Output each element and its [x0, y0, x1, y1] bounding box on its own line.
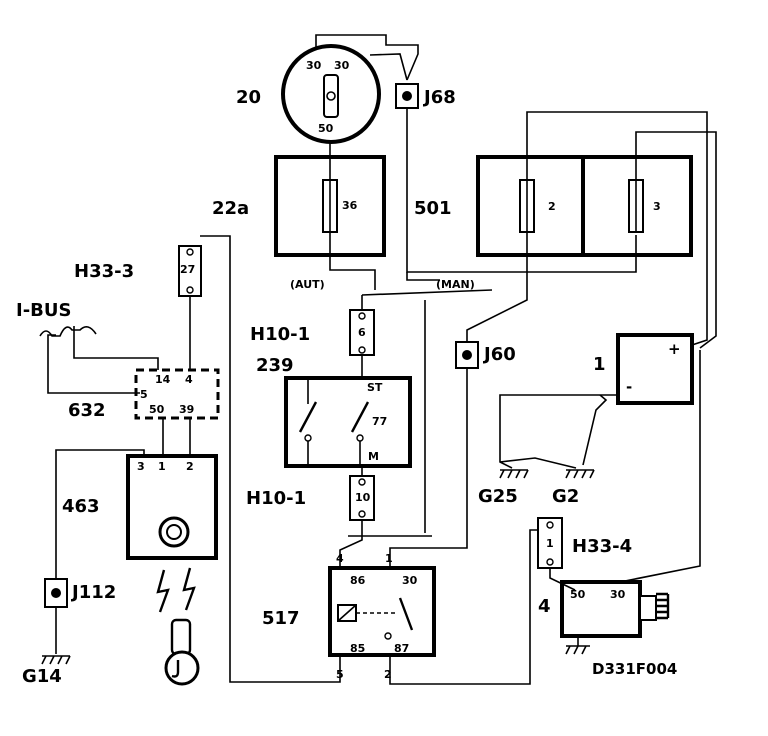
- battery-plus: +: [668, 340, 681, 358]
- j60-label: J60: [482, 344, 516, 365]
- g14-label: G14: [22, 666, 62, 687]
- ibus-label: I-BUS: [16, 300, 71, 321]
- starter-pin-50: 50: [570, 588, 586, 601]
- ignition-pin-b: 30: [334, 59, 350, 72]
- starter-id: 4: [538, 596, 551, 617]
- g25-label: G25: [478, 486, 518, 507]
- immobilizer-pin-1: 1: [158, 460, 166, 473]
- fuse-box-22a-id: 22a: [212, 198, 249, 219]
- h33-3-label: H33-3: [74, 261, 134, 282]
- relay-517: 4 1 86 30 85 87 5 2 517: [262, 552, 436, 681]
- relay-517-id: 517: [262, 608, 300, 629]
- ground-g2: G2: [552, 469, 595, 507]
- module-pin-4: 4: [185, 373, 193, 386]
- battery: + - 1: [593, 333, 694, 405]
- connector-h10-1-bottom: 10 H10-1: [246, 475, 375, 521]
- h33-4-pin: 1: [546, 537, 554, 550]
- relay-pin-87: 87: [394, 642, 409, 655]
- immobilizer-463: 3 1 2 463: [62, 454, 218, 560]
- switch-pin-77: 77: [372, 415, 387, 428]
- ignition-switch: 30 30 50 20: [236, 44, 381, 144]
- fuse-box-22a: 36 22a: [212, 155, 386, 257]
- fuse-box-501: 2 3 501: [414, 155, 693, 257]
- ibus: I-BUS: [16, 300, 97, 337]
- fuse-2-label: 2: [548, 200, 556, 213]
- immobilizer-pin-3: 3: [137, 460, 145, 473]
- ignition-switch-id: 20: [236, 87, 261, 108]
- fuse-3-label: 3: [653, 200, 661, 213]
- wires: [47, 34, 717, 685]
- battery-id: 1: [593, 354, 606, 375]
- module-pin-14: 14: [155, 373, 171, 386]
- module-pin-39: 39: [179, 403, 194, 416]
- control-module-632: 14 4 5 50 39 632: [68, 368, 220, 421]
- drawing-code: D331F004: [592, 660, 677, 678]
- man-label: (MAN): [436, 278, 475, 291]
- immobilizer-pin-2: 2: [186, 460, 194, 473]
- h10-1-bottom-label: H10-1: [246, 488, 306, 509]
- connector-h33-3: 27 H33-3: [74, 245, 202, 297]
- ground-g25: G25: [478, 469, 529, 507]
- relay-pin-4: 4: [336, 552, 344, 565]
- connector-j112: J112: [44, 578, 116, 608]
- h10-1-top-label: H10-1: [250, 324, 310, 345]
- aut-label: (AUT): [290, 278, 325, 291]
- connector-h33-4: 1 H33-4: [537, 517, 632, 569]
- relay-pin-2: 2: [384, 668, 392, 681]
- connector-h10-1-top: 6 H10-1: [250, 309, 375, 356]
- relay-pin-1: 1: [385, 552, 393, 565]
- connector-j68: J68: [395, 83, 456, 109]
- j112-label: J112: [70, 582, 116, 603]
- module-pin-5: 5: [140, 388, 148, 401]
- ground-g14: G14: [22, 655, 71, 687]
- relay-pin-86: 86: [350, 574, 366, 587]
- fuse-36-label: 36: [342, 199, 358, 212]
- immobilizer-id: 463: [62, 496, 100, 517]
- switch-239: ST 77 M 239: [256, 355, 412, 468]
- connector-j60: J60: [455, 341, 516, 369]
- battery-minus: -: [626, 378, 632, 396]
- module-632-id: 632: [68, 400, 106, 421]
- h10-1-top-pin: 6: [358, 326, 366, 339]
- starter-pin-30: 30: [610, 588, 626, 601]
- starter-motor: 50 30 4: [538, 580, 670, 655]
- ignition-pin-a: 30: [306, 59, 322, 72]
- signal-arrows-icon: [156, 567, 196, 613]
- module-pin-50: 50: [149, 403, 165, 416]
- relay-pin-5: 5: [336, 668, 344, 681]
- h33-3-pin: 27: [180, 263, 195, 276]
- switch-pin-st: ST: [367, 381, 383, 394]
- relay-pin-30: 30: [402, 574, 418, 587]
- relay-pin-85: 85: [350, 642, 365, 655]
- h10-1-bottom-pin: 10: [355, 491, 371, 504]
- switch-239-id: 239: [256, 355, 294, 376]
- j68-label: J68: [422, 87, 456, 108]
- fuse-box-501-id: 501: [414, 198, 452, 219]
- ignition-pin-start: 50: [318, 122, 334, 135]
- h33-4-label: H33-4: [572, 536, 632, 557]
- switch-pin-m: M: [368, 450, 379, 463]
- key-fob-icon: [164, 618, 200, 686]
- g2-label: G2: [552, 486, 579, 507]
